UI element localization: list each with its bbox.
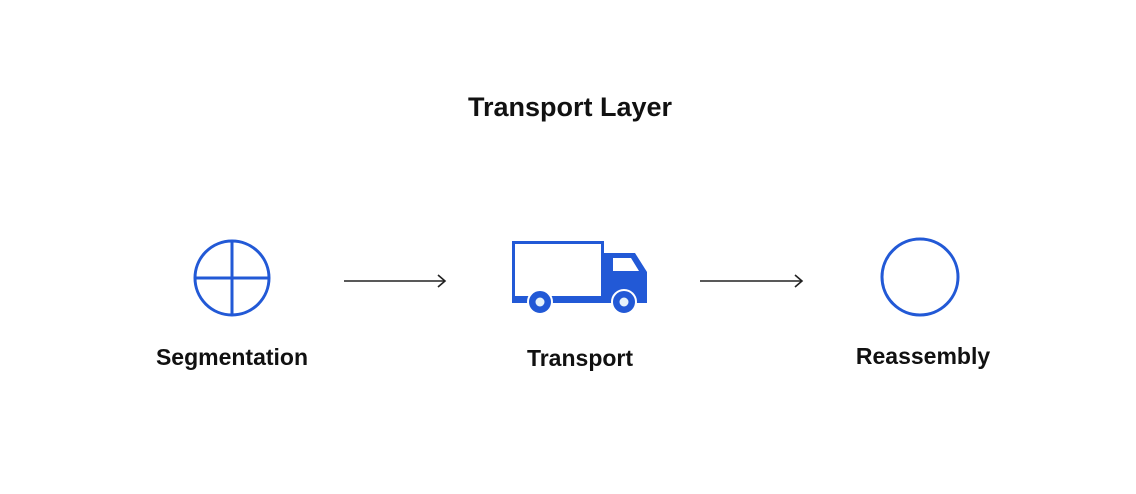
step-label-reassembly: Reassembly <box>855 343 991 369</box>
diagram-title: Transport Layer <box>467 92 673 122</box>
step-label-transport: Transport <box>526 345 634 371</box>
step-label-segmentation: Segmentation <box>155 344 309 370</box>
segmented-circle-icon <box>193 239 271 317</box>
circle-icon <box>880 237 960 317</box>
arrow-transport-to-reassembly <box>700 274 804 288</box>
arrow-segmentation-to-transport <box>344 274 447 288</box>
truck-icon <box>512 241 647 315</box>
